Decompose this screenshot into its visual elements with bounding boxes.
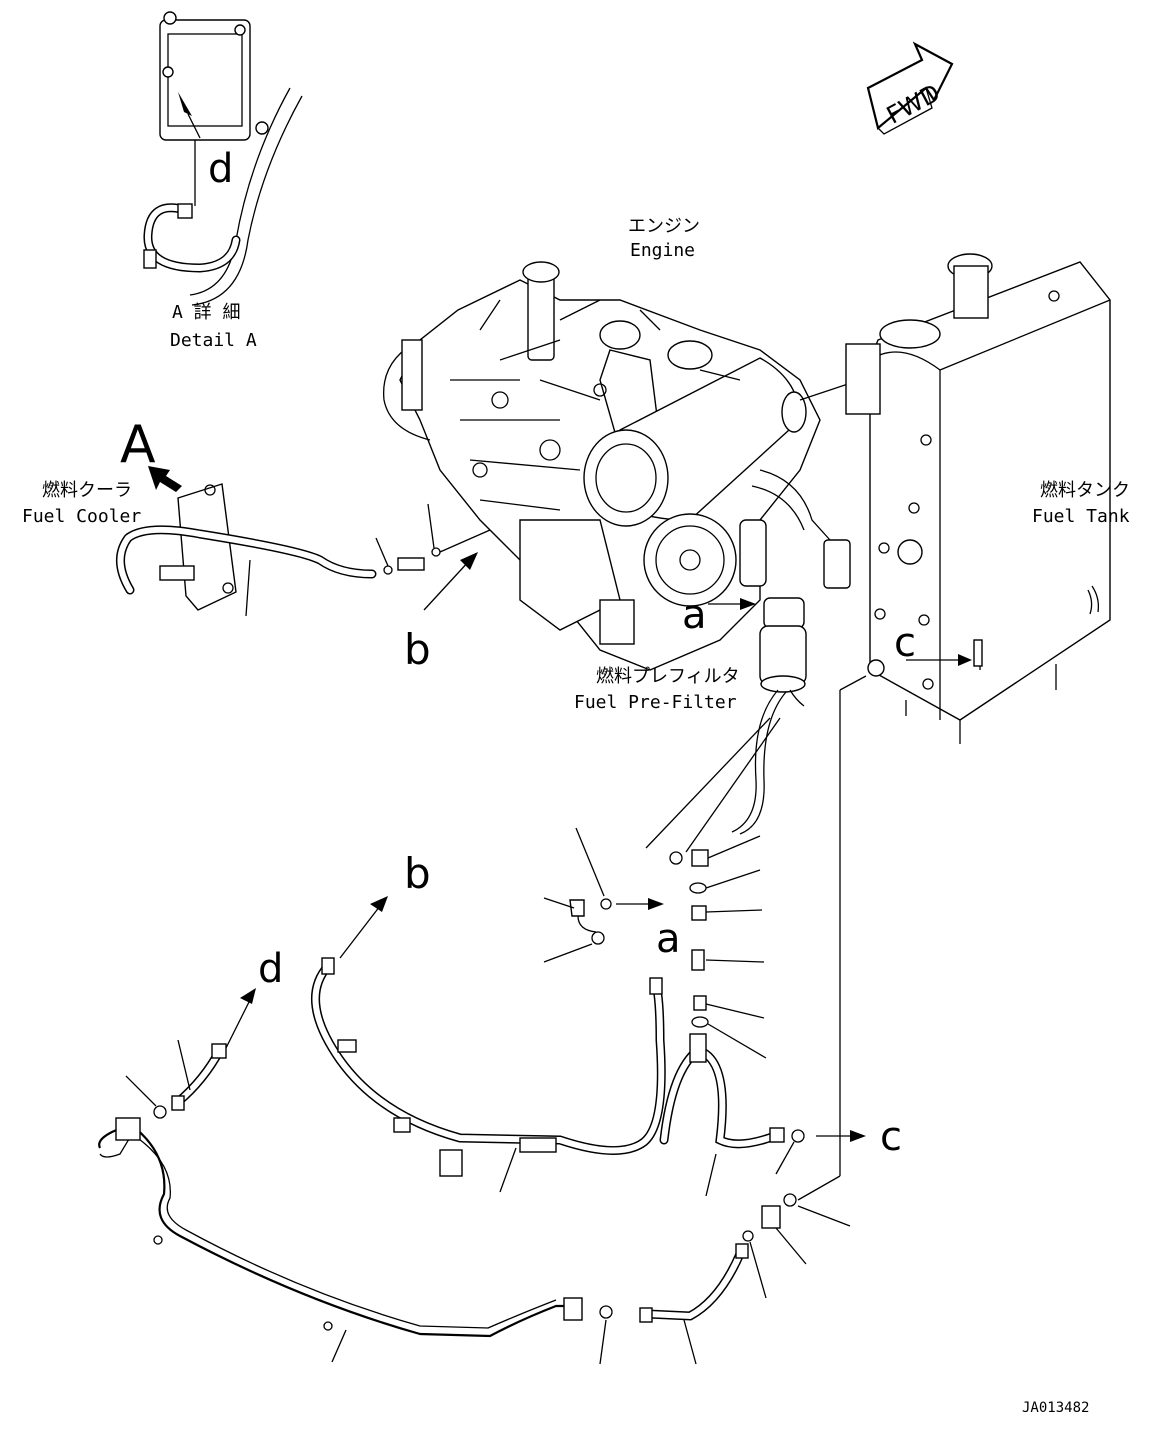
b-arrow-lower — [339, 896, 388, 959]
letter-d-detail: d — [208, 146, 233, 192]
letter-c-lower: c — [880, 1114, 902, 1160]
letter-b-engine: b — [404, 625, 431, 674]
c-arrow-lower — [816, 1130, 866, 1142]
letter-d-lower: d — [258, 946, 283, 992]
leader-lines-lower — [125, 1039, 851, 1365]
b-arrow-engine — [423, 552, 478, 611]
d-arrow-lower — [225, 988, 256, 1049]
detail-a-drawing — [143, 11, 303, 306]
detail-a-jp-label: A 詳 細 — [172, 302, 241, 323]
letter-a-engine: a — [682, 592, 707, 638]
engine-jp-label: エンジン — [628, 216, 700, 237]
a-arrow-engine — [708, 598, 756, 610]
prefilter-en-label: Fuel Pre-Filter — [574, 692, 737, 713]
prefilter-jp-label: 燃料プレフィルタ — [596, 666, 740, 687]
drawing-number: JA013482 — [1022, 1400, 1089, 1416]
fitting-set-a — [543, 827, 767, 1059]
tank-leader-line — [839, 675, 867, 691]
c-arrow-tank — [906, 639, 983, 667]
fuel-cooler-jp-label: 燃料クーラ — [42, 480, 132, 501]
fuel-tank-jp-label: 燃料タンク — [1040, 480, 1130, 501]
engine-drawing — [383, 261, 881, 671]
letter-b-lower: b — [404, 849, 431, 898]
fwd-arrow: FWD — [866, 41, 954, 135]
fuel-cooler-en-label: Fuel Cooler — [22, 506, 141, 527]
engine-en-label: Engine — [630, 240, 695, 261]
fwd-label: FWD — [882, 79, 945, 130]
fuel-cooler-drawing — [116, 483, 491, 617]
fuel-tank-en-label: Fuel Tank — [1032, 506, 1130, 527]
fuel-prefilter-drawing — [731, 597, 807, 835]
letter-a-lower: a — [656, 916, 681, 962]
detail-a-en-label: Detail A — [170, 330, 257, 351]
letter-c-tank: c — [894, 620, 916, 666]
lower-fuel-lines — [98, 957, 805, 1338]
view-a-arrow-icon — [148, 466, 182, 492]
view-a-letter: A — [120, 415, 156, 475]
fuel-tank-drawing — [845, 253, 1111, 744]
